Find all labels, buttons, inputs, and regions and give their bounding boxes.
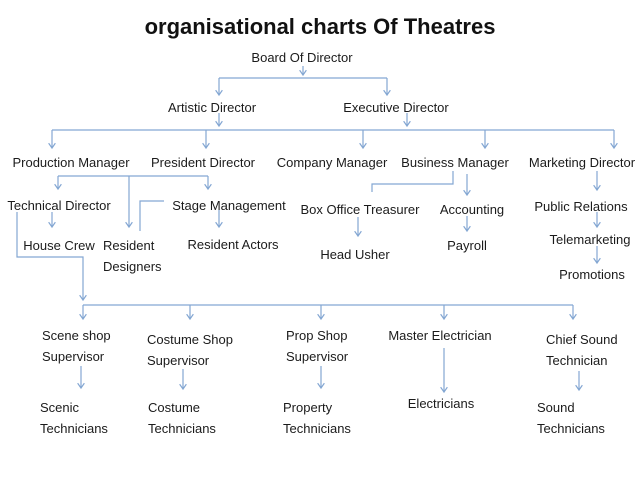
node-production-manager: Production Manager: [12, 155, 130, 170]
node-costume-technicians: Costume Technicians: [148, 400, 216, 436]
node-marketing-director: Marketing Director: [528, 155, 636, 170]
edge-business-to-boxoffice: [371, 171, 454, 192]
node-box-office-treasurer: Box Office Treasurer: [300, 202, 420, 217]
node-public-relations: Public Relations: [534, 199, 628, 214]
node-president-director: President Director: [150, 155, 256, 170]
node-resident-designers: Resident Designers: [103, 238, 162, 274]
page-title: organisational charts Of Theatres: [144, 14, 496, 39]
node-property-technicians: Property Technicians: [283, 400, 351, 436]
node-stage-management: Stage Management: [172, 198, 286, 213]
node-sound-technicians: Sound Technicians: [537, 400, 605, 436]
node-house-crew: House Crew: [23, 238, 95, 253]
node-board-of-director: Board Of Director: [251, 50, 353, 65]
node-payroll: Payroll: [447, 238, 487, 253]
node-company-manager: Company Manager: [276, 155, 388, 170]
node-technical-director: Technical Director: [7, 198, 111, 213]
node-prop-shop-supervisor: Prop Shop Supervisor: [286, 328, 349, 364]
node-master-electrician: Master Electrician: [388, 328, 492, 343]
edge-stage-to-designers: [139, 200, 164, 231]
node-business-manager: Business Manager: [401, 155, 509, 170]
edge-technical-to-shops: [16, 212, 87, 302]
node-promotions: Promotions: [559, 267, 625, 282]
node-scene-shop-supervisor: Scene shop Supervisor: [42, 328, 111, 364]
node-scenic-technicians: Scenic Technicians: [40, 400, 108, 436]
node-telemarketing: Telemarketing: [549, 232, 631, 247]
node-executive-director: Executive Director: [343, 100, 449, 115]
node-accounting: Accounting: [439, 202, 505, 217]
node-costume-shop-supervisor: Costume Shop Supervisor: [147, 332, 233, 368]
node-resident-actors: Resident Actors: [187, 237, 279, 252]
node-chief-sound-technician: Chief Sound Technician: [546, 332, 618, 368]
node-artistic-director: Artistic Director: [167, 100, 257, 115]
node-head-usher: Head Usher: [320, 247, 390, 262]
node-electricians: Electricians: [407, 396, 475, 411]
